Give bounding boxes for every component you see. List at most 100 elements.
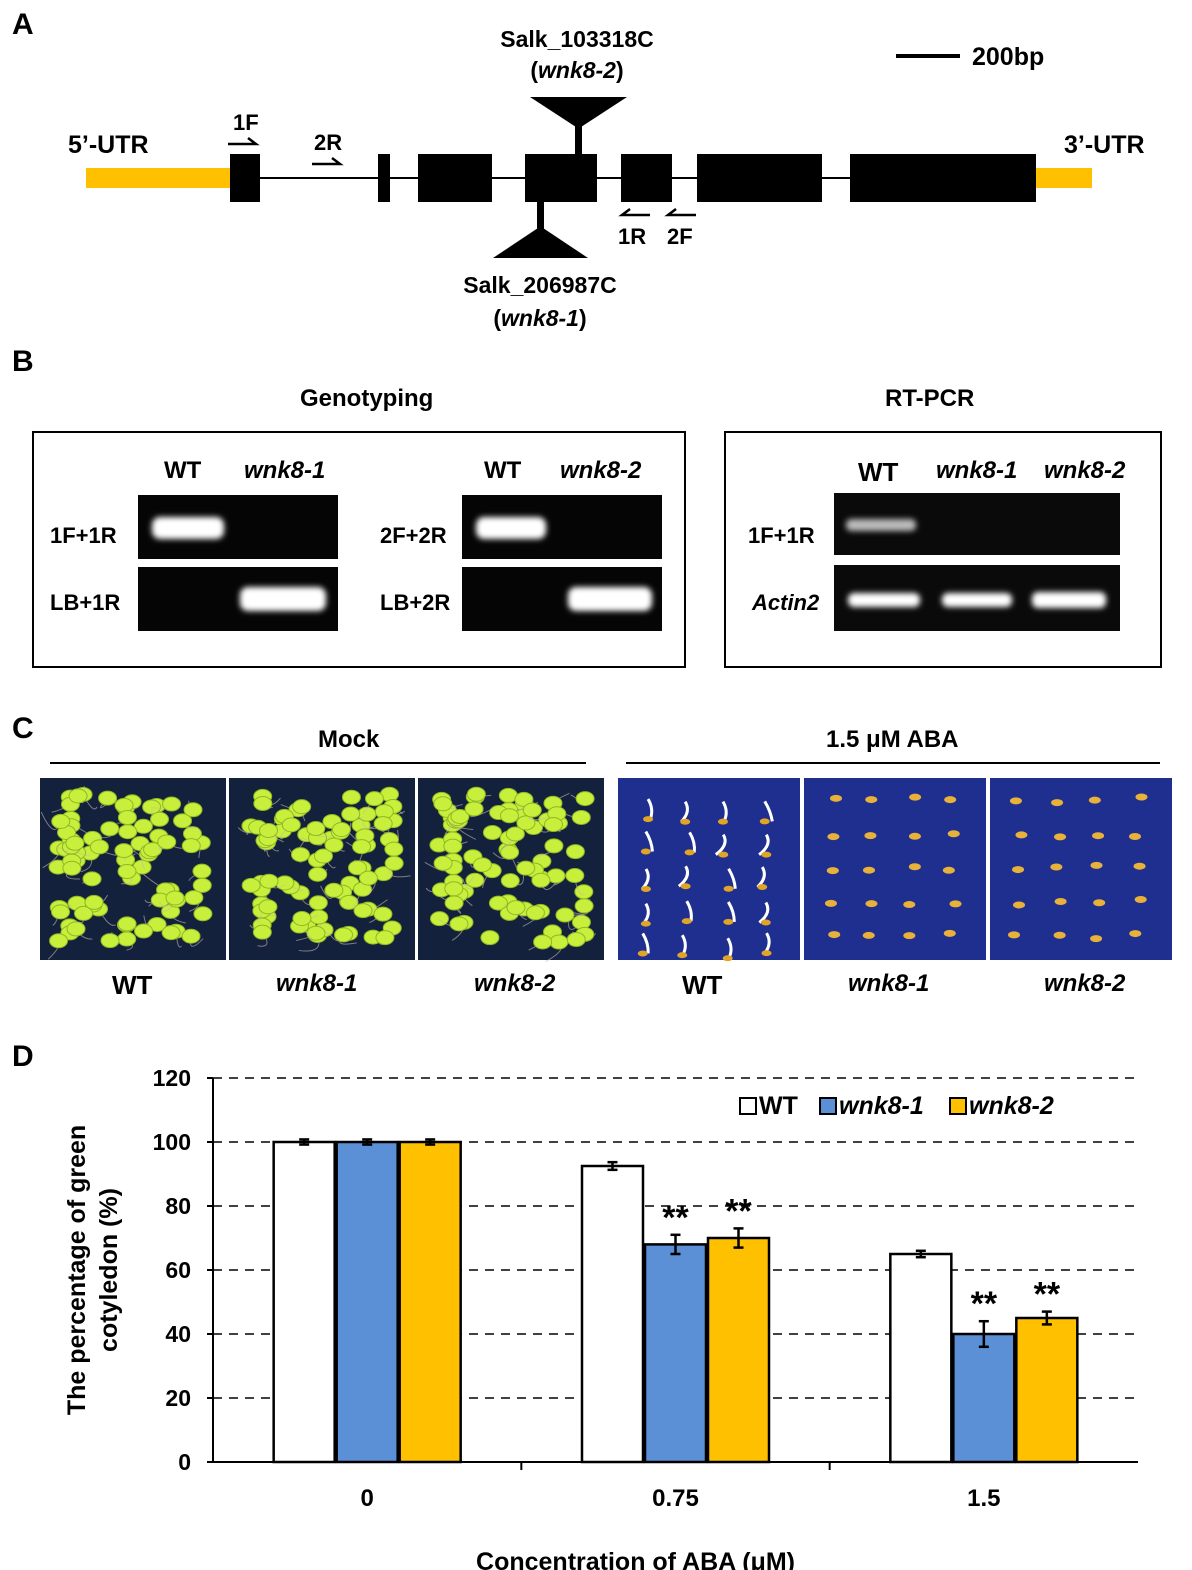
utr-5-bar bbox=[86, 168, 232, 188]
mock-photo-1 bbox=[40, 778, 226, 960]
legend-label: WT bbox=[759, 1092, 798, 1120]
primer-2f-label: 2F bbox=[667, 224, 693, 249]
bar-wnk8-2-0.75 bbox=[706, 1236, 771, 1464]
mock-underline bbox=[50, 762, 586, 764]
exon-3 bbox=[418, 154, 492, 202]
utr-3-label: 3’-UTR bbox=[1064, 131, 1145, 159]
scale-bar-label: 200bp bbox=[972, 43, 1044, 71]
tdna-insert-top bbox=[530, 97, 627, 127]
utr-5-label: 5’-UTR bbox=[68, 131, 149, 159]
aba-photos bbox=[618, 778, 1172, 962]
genotyping-title: Genotyping bbox=[300, 385, 434, 412]
gel3-band-wt-1f1r bbox=[846, 519, 916, 531]
gel3-lane-wnk8-1: wnk8-1 bbox=[936, 457, 1018, 484]
aba-underline bbox=[626, 762, 1160, 764]
bar-wnk8-1-0.75 bbox=[643, 1243, 708, 1464]
gel3-row-2: Actin2 bbox=[752, 590, 820, 615]
bar-wnk8-2-1.5 bbox=[1015, 1316, 1079, 1464]
gel1-image bbox=[138, 495, 338, 631]
legend-swatch bbox=[949, 1097, 967, 1115]
gel1-row-2: LB+1R bbox=[50, 590, 121, 615]
primer-1f: 1F bbox=[228, 110, 260, 146]
primer-2f: 2F bbox=[664, 208, 696, 249]
legend-label: wnk8-1 bbox=[839, 1092, 924, 1120]
insert-top-line: Salk_103318C bbox=[500, 26, 653, 52]
tdna-insert-bottom bbox=[493, 228, 588, 258]
aba-label-wnk8-2: wnk8-2 bbox=[1044, 970, 1126, 997]
rtpcr-title: RT-PCR bbox=[885, 385, 975, 412]
exon-5 bbox=[621, 154, 672, 202]
bar-wnk8-2-0 bbox=[398, 1140, 462, 1464]
legend-swatch bbox=[739, 1097, 757, 1115]
gel3-band-wnk8-1-actin bbox=[942, 593, 1012, 607]
aba-label-wnk8-1: wnk8-1 bbox=[848, 970, 930, 997]
insert-top-allele: (wnk8-2) bbox=[530, 57, 623, 83]
exon-7 bbox=[850, 154, 1036, 202]
primer-1f-label: 1F bbox=[233, 110, 259, 135]
gene-structure-diagram: 200bp 5’-UTR 3’-UTR Salk_103318C (wnk8-2… bbox=[68, 26, 1145, 331]
gel2-image bbox=[462, 495, 662, 631]
insert-bottom-allele: (wnk8-1) bbox=[493, 305, 586, 331]
mock-label-wnk8-1: wnk8-1 bbox=[276, 970, 358, 997]
panel-d-label: D bbox=[12, 1040, 34, 1073]
y-axis-label-line1: The percentage of green bbox=[63, 1125, 91, 1415]
legend-swatch bbox=[819, 1097, 837, 1115]
gel2-row-1: 2F+2R bbox=[380, 523, 447, 548]
aba-label-wt: WT bbox=[682, 970, 723, 1000]
primer-1r-label: 1R bbox=[618, 224, 646, 249]
primer-2r: 2R bbox=[312, 130, 344, 166]
y-tick-label: 40 bbox=[165, 1321, 191, 1347]
bar-WT-0 bbox=[272, 1140, 336, 1464]
y-tick-label: 80 bbox=[165, 1193, 191, 1219]
significance-mark: ** bbox=[1034, 1276, 1061, 1314]
mock-title: Mock bbox=[318, 726, 380, 753]
insert-bottom-line: Salk_206987C bbox=[463, 272, 616, 298]
insert-top-allele-name: wnk8-2 bbox=[538, 57, 616, 83]
panel-a-label: A bbox=[12, 8, 34, 41]
gel1-row-1: 1F+1R bbox=[50, 523, 117, 548]
legend-label: wnk8-2 bbox=[969, 1092, 1054, 1120]
gel2-row-2: LB+2R bbox=[380, 590, 451, 615]
bar-wnk8-1-0 bbox=[335, 1140, 399, 1464]
primer-1r: 1R bbox=[618, 208, 650, 249]
mock-label-wt: WT bbox=[112, 970, 153, 1000]
rtpcr-box bbox=[724, 431, 1162, 668]
gel1-band-mut-lb1r bbox=[240, 587, 326, 611]
panel-a: A 200bp 5’-UTR 3’-UTR Salk_103318C (wnk8… bbox=[0, 0, 1192, 345]
tdna-insert-top-stem bbox=[575, 120, 582, 156]
mock-label-wnk8-2: wnk8-2 bbox=[474, 970, 556, 997]
primer-2r-label: 2R bbox=[314, 130, 342, 155]
legend-item-WT: WT bbox=[739, 1092, 798, 1120]
bar-WT-1.5 bbox=[889, 1252, 953, 1464]
aba-photo-1 bbox=[618, 778, 800, 962]
gel1-band-wt-1f1r bbox=[152, 517, 224, 539]
significance-mark: ** bbox=[971, 1285, 998, 1323]
gel2-lane-wnk8-2: wnk8-2 bbox=[560, 457, 642, 484]
utr-3-bar bbox=[1036, 168, 1092, 188]
gel2-lane-wt: WT bbox=[484, 457, 522, 484]
aba-photo-3 bbox=[990, 778, 1172, 960]
bar-wnk8-1-1.5 bbox=[952, 1332, 1016, 1464]
gel1-lane-wnk8-1: wnk8-1 bbox=[244, 457, 326, 484]
y-tick-label: 20 bbox=[165, 1385, 191, 1411]
mock-photo-3 bbox=[418, 778, 604, 962]
gel3-band-wnk8-2-actin bbox=[1032, 592, 1106, 608]
significance-mark: ** bbox=[662, 1199, 689, 1237]
gel3-row-1: 1F+1R bbox=[748, 523, 815, 548]
gel3-lane-wt: WT bbox=[858, 457, 899, 487]
y-tick-label: 0 bbox=[178, 1449, 191, 1475]
gel3-image bbox=[834, 493, 1120, 631]
x-tick-label: 0 bbox=[360, 1485, 373, 1512]
exon-6 bbox=[697, 154, 822, 202]
x-axis-label: Concentration of ABA (μM) bbox=[476, 1548, 795, 1570]
bar-WT-0.75 bbox=[580, 1164, 645, 1464]
panel-b-label: B bbox=[12, 345, 34, 378]
y-tick-label: 60 bbox=[165, 1257, 191, 1283]
y-axis-label-line2: cotyledon (%) bbox=[95, 1188, 123, 1352]
panel-c-label: C bbox=[12, 712, 34, 745]
gel3-band-wt-actin bbox=[848, 593, 920, 607]
gel2-band-wt-2f2r bbox=[476, 517, 546, 539]
aba-photo-2 bbox=[804, 778, 986, 960]
exon-1 bbox=[230, 154, 260, 202]
